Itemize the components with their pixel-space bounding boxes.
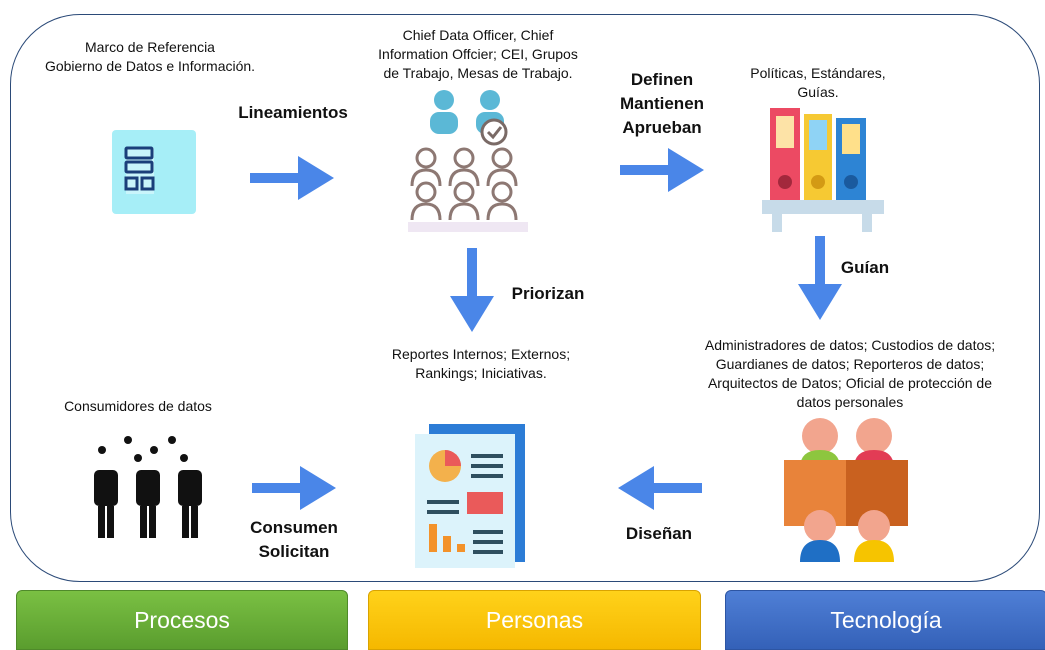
procesos-pillar: Procesos [16, 590, 348, 650]
personas-pillar: Personas [368, 590, 701, 650]
reportes-text: Reportes Internos; Externos; Rankings; I… [391, 346, 571, 381]
binders-icon [762, 108, 884, 232]
marco-text: Marco de Referencia Gobierno de Datos e … [44, 39, 256, 74]
report-icon [415, 424, 525, 568]
priorizan-label: Priorizan [511, 284, 585, 303]
diagram-frame [10, 14, 1040, 582]
tecnologia-pillar: Tecnología [725, 590, 1045, 650]
data-team-icon [784, 418, 908, 562]
disenan-label: Diseñan [625, 524, 693, 543]
arrow-right-3 [252, 466, 336, 510]
definen-label: Definen Mantienen Aprueban [619, 70, 705, 137]
arrow-down-2 [798, 236, 842, 320]
arrow-right-1 [250, 156, 334, 200]
chief-text: Chief Data Officer, Chief Information Of… [378, 27, 578, 81]
consumen-label: Consumen Solicitan [250, 518, 338, 561]
administradores-text: Administradores de datos; Custodios de d… [704, 337, 996, 410]
arrow-down-1 [450, 248, 494, 332]
guian-label: Guían [840, 258, 890, 277]
consumidores-text: Consumidores de datos [64, 398, 212, 414]
framework-icon [112, 130, 196, 214]
arrow-left-1 [618, 466, 702, 510]
team-icon [408, 90, 528, 232]
arrow-right-2 [620, 148, 704, 192]
politicas-text: Políticas, Estándares, Guías. [750, 65, 886, 100]
consumers-icon [94, 436, 202, 538]
lineamientos-label: Lineamientos [238, 103, 348, 122]
